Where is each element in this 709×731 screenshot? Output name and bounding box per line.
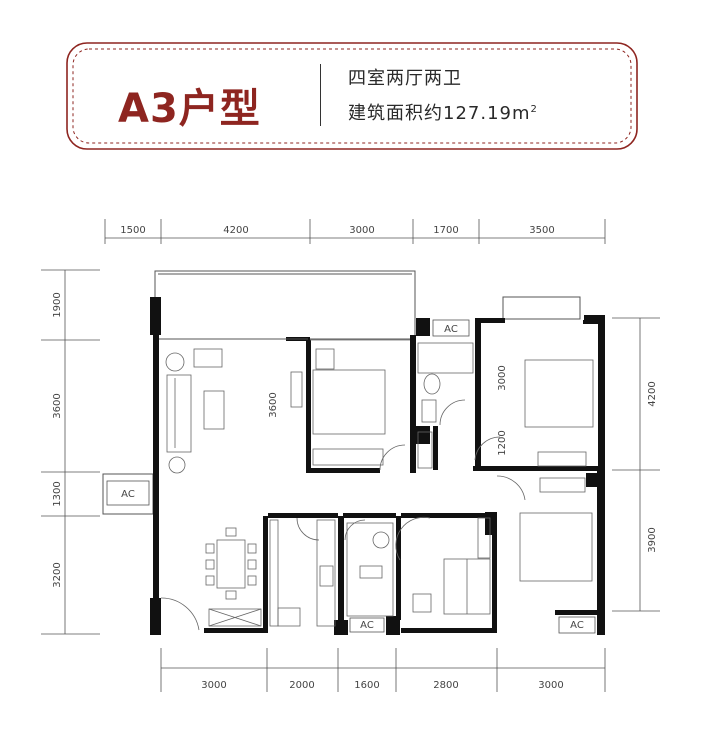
dim-bottom-3: 1600 — [354, 680, 379, 691]
dim-left-4: 3200 — [52, 562, 63, 587]
ac-label-1: AC — [444, 324, 458, 335]
dim-left-3: 1300 — [52, 481, 63, 506]
room-layout-text: 四室两厅两卫 — [348, 68, 462, 89]
floor-area-text: 建筑面积约127.19m2 — [348, 99, 538, 125]
ac-label-2: AC — [121, 489, 135, 500]
dim-bottom-5: 3000 — [538, 680, 563, 691]
interior-details — [160, 338, 594, 631]
dim-left-2: 3600 — [52, 393, 63, 418]
coffee-table — [203, 390, 225, 430]
header-divider — [320, 64, 321, 126]
header-frame — [66, 42, 638, 150]
dim-top-2: 4200 — [223, 225, 248, 236]
dim-left-1: 1900 — [52, 292, 63, 317]
ac-unit-3 — [349, 617, 385, 633]
dimension-lines — [41, 219, 660, 692]
dim-bottom-1: 3000 — [201, 680, 226, 691]
dim-top-4: 1700 — [433, 225, 458, 236]
dim-right-1: 4200 — [647, 381, 658, 406]
dim-interior-2: 3000 — [497, 365, 508, 390]
dim-top-5: 3500 — [529, 225, 554, 236]
ac-units: AC AC AC AC — [106, 319, 596, 634]
ac-unit-2 — [106, 480, 150, 506]
dim-interior-1: 3600 — [268, 392, 279, 417]
area-unit-superscript: 2 — [530, 104, 538, 115]
dim-top-1: 1500 — [120, 225, 145, 236]
balcony-top — [102, 270, 581, 515]
floor-area-value: 建筑面积约127.19m — [348, 103, 531, 124]
dimension-labels: 1500 4200 3000 1700 3500 3000 2000 1600 … — [52, 225, 658, 691]
side-table-round — [165, 352, 185, 372]
sofa-outline — [166, 374, 192, 453]
dim-top-3: 3000 — [349, 225, 374, 236]
ac-unit-4 — [558, 616, 596, 634]
dim-bottom-2: 2000 — [289, 680, 314, 691]
unit-type-title: A3户型 — [118, 86, 261, 132]
dim-interior-3: 1200 — [497, 430, 508, 455]
dim-right-2: 3900 — [647, 527, 658, 552]
ac-unit-1 — [432, 319, 470, 337]
dining-table — [216, 539, 246, 589]
dim-bottom-4: 2800 — [433, 680, 458, 691]
ac-label-4: AC — [570, 620, 584, 631]
walls — [150, 297, 605, 635]
ac-label-3: AC — [360, 620, 374, 631]
